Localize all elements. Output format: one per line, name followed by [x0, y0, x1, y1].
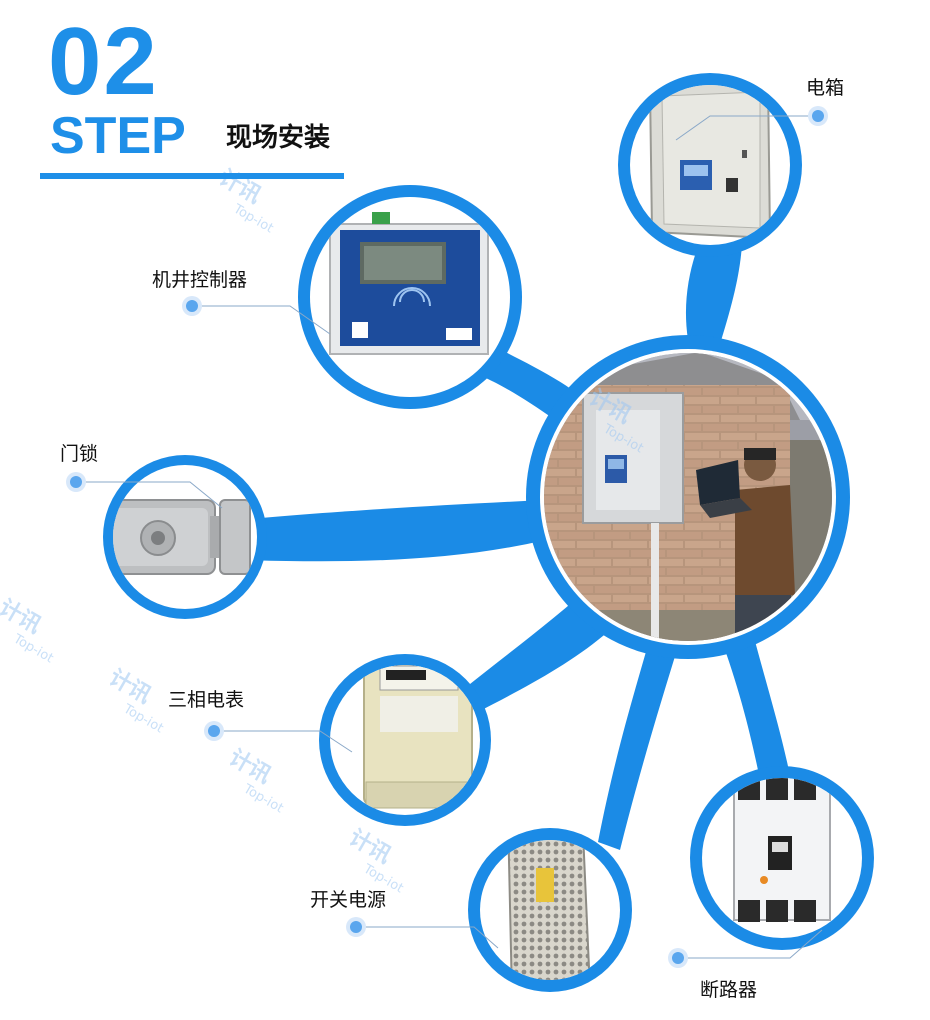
label-door-lock: 门锁 [60, 443, 99, 465]
label-three-phase-meter: 三相电表 [168, 689, 245, 711]
step-number: 02 [48, 8, 159, 115]
door-lock-image [113, 499, 251, 575]
callout-lines [76, 115, 823, 959]
step-word: STEP [50, 107, 186, 165]
label-switching-power: 开关电源 [310, 889, 387, 911]
breaker-image [733, 778, 831, 922]
electric-box-image [648, 85, 772, 240]
switching-power-image [506, 840, 592, 980]
label-well-controller: 机井控制器 [152, 269, 248, 291]
label-breaker: 断路器 [700, 979, 758, 1001]
callout-dots [66, 106, 828, 968]
well-controller-image [329, 212, 489, 355]
title-underline [40, 173, 344, 179]
step-title: 现场安装 [226, 123, 331, 153]
label-electric-box: 电箱 [806, 77, 845, 99]
